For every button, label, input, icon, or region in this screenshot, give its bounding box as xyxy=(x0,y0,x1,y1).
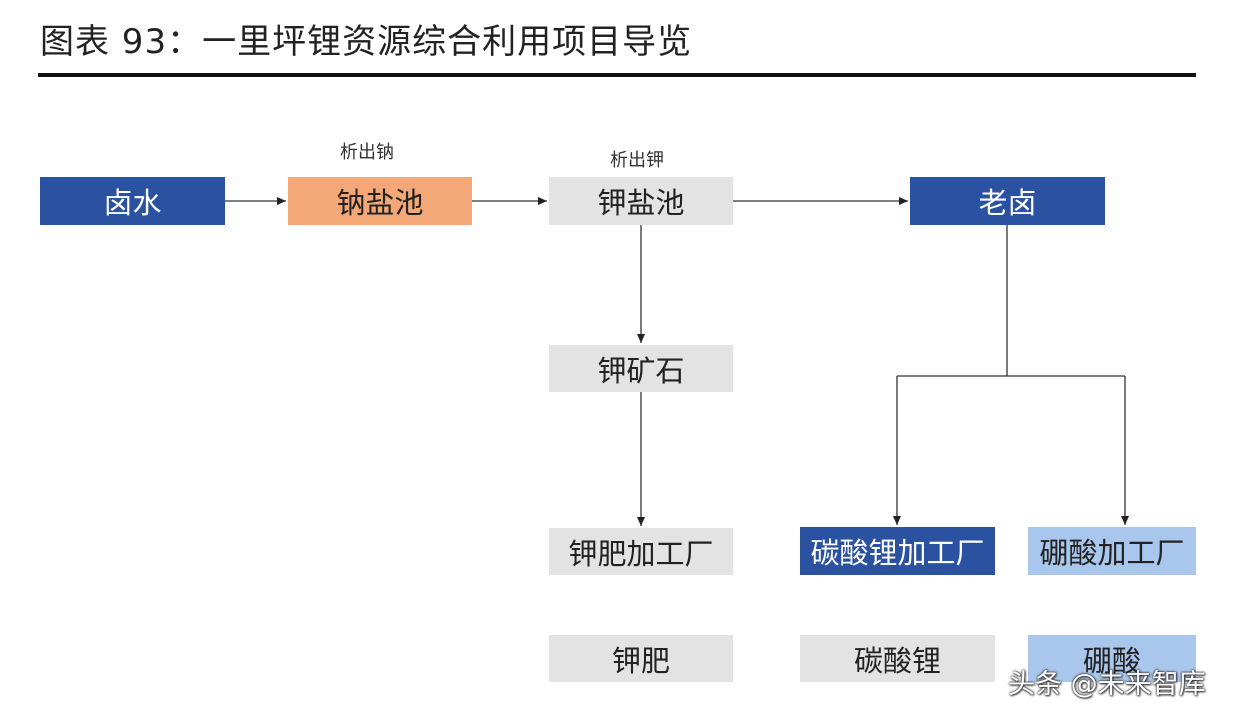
figure-title: 图表 93：一里坪锂资源综合利用项目导览 xyxy=(40,22,693,62)
node-potash-ore: 钾矿石 xyxy=(549,345,733,392)
node-potassium-pond: 钾盐池 xyxy=(549,177,733,225)
node-boric-acid-plant: 硼酸加工厂 xyxy=(1028,527,1196,575)
label-precip-potassium: 析出钾 xyxy=(610,150,664,171)
node-old-brine: 老卤 xyxy=(910,177,1105,225)
node-sodium-pond: 钠盐池 xyxy=(288,177,472,225)
node-li-carbonate: 碳酸锂 xyxy=(800,635,995,682)
node-potash-fert: 钾肥 xyxy=(549,635,733,682)
node-li-carbonate-plant: 碳酸锂加工厂 xyxy=(800,527,995,575)
node-potash-fert-plant: 钾肥加工厂 xyxy=(549,528,733,575)
node-boric-acid: 硼酸 xyxy=(1028,635,1196,682)
node-brine: 卤水 xyxy=(40,177,225,225)
label-precip-sodium: 析出钠 xyxy=(340,142,394,163)
watermark: 头条 @未来智库 xyxy=(1008,669,1206,700)
title-rule xyxy=(38,73,1196,77)
